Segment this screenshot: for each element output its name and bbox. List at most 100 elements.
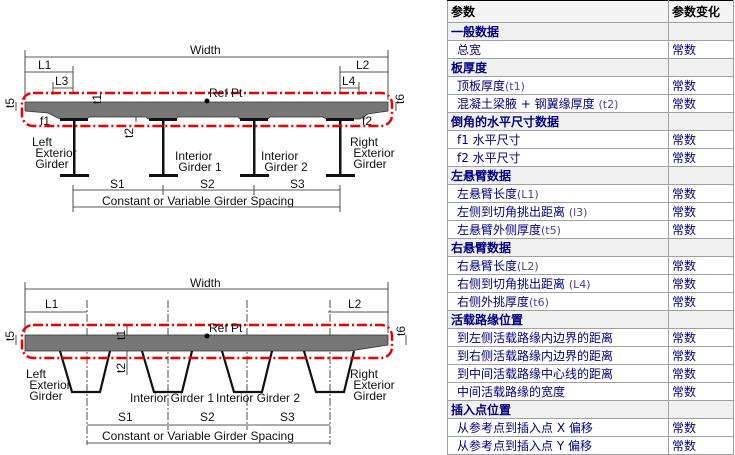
table-row[interactable]: 顶板厚度(t1) 常数 (447, 76, 734, 95)
variation-cell[interactable]: 常数 (668, 382, 734, 401)
table-row[interactable]: 到中间活载路缘中心线的距离常数 (447, 364, 734, 383)
parameter-label: 右侧外挑厚度 (457, 295, 530, 309)
parameter-label: f1 水平尺寸 (457, 133, 521, 147)
group-row[interactable]: 板厚度 (447, 58, 734, 77)
group-value-cell (668, 58, 734, 77)
group-label: 插入点位置 (447, 400, 669, 419)
header-parameter[interactable]: 参数 (447, 0, 669, 23)
table-row[interactable]: 右侧到切角挑出距离 (L4)常数 (447, 274, 734, 293)
l2-label: L2 (356, 58, 370, 72)
parameter-label: 到右侧活载路缘内边界的距离 (457, 349, 614, 363)
group-label: 一般数据 (447, 22, 669, 41)
parameter-cell: f2 水平尺寸 (447, 148, 669, 167)
parameter-cell: 右侧到切角挑出距离 (L4) (447, 274, 669, 293)
l4-label: L4 (342, 74, 356, 88)
table-row[interactable]: 左悬臂外侧厚度(t5)常数 (447, 220, 734, 239)
parameter-label: 从参考点到插入点 Y 偏移 (457, 439, 592, 453)
table-row[interactable]: f2 水平尺寸 常数 (447, 148, 734, 167)
table-row[interactable]: 左悬臂长度(L1)常数 (447, 184, 734, 203)
table-row[interactable]: 从参考点到插入点 Y 偏移 常数 (447, 436, 734, 455)
parameter-cell: 从参考点到插入点 Y 偏移 (447, 436, 669, 455)
variation-cell[interactable]: 常数 (668, 220, 734, 239)
parameter-label: f2 水平尺寸 (457, 151, 521, 165)
parameter-cell: 右悬臂长度(L2) (447, 256, 669, 275)
table-row[interactable]: 从参考点到插入点 X 偏移常数 (447, 418, 734, 437)
table-row[interactable]: 中间活载路缘的宽度 常数 (447, 382, 734, 401)
group-row[interactable]: 左悬臂数据 (447, 166, 734, 185)
variation-cell[interactable]: 常数 (668, 346, 734, 365)
parameter-code: (l3) (568, 206, 588, 219)
width-label-tub: Width (190, 276, 221, 290)
s1-label: S1 (110, 177, 125, 191)
t5-label: t5 (3, 98, 17, 108)
table-row[interactable]: 到左侧活载路缘内边界的距离 常数 (447, 328, 734, 347)
parameter-cell: 到中间活载路缘中心线的距离 (447, 364, 669, 383)
tub-girders (58, 350, 356, 394)
t6-label-tub: t6 (394, 326, 408, 336)
variation-cell[interactable]: 常数 (668, 256, 734, 275)
parameter-label: 到左侧活载路缘内边界的距离 (457, 331, 614, 345)
l1-label-tub: L1 (45, 297, 59, 311)
parameter-label: 顶板厚度 (457, 79, 506, 93)
group-row[interactable]: 插入点位置 (447, 400, 734, 419)
variation-cell[interactable]: 常数 (668, 328, 734, 347)
variation-cell[interactable]: 常数 (668, 76, 734, 95)
parameter-cell: 到右侧活载路缘内边界的距离 (447, 346, 669, 365)
group-label: 倒角的水平尺寸数据 (447, 112, 669, 131)
parameter-code: (L4) (568, 278, 591, 291)
parameter-code: (t1) (505, 80, 525, 93)
group-label: 右悬臂数据 (447, 238, 669, 257)
variation-cell[interactable]: 常数 (668, 148, 734, 167)
variation-cell[interactable]: 常数 (668, 418, 734, 437)
table-row[interactable]: 右悬臂长度(L2)常数 (447, 256, 734, 275)
girder-label-int1: Interior Girder 1 (175, 149, 222, 174)
l3-label: L3 (55, 74, 69, 88)
variation-cell[interactable]: 常数 (668, 436, 734, 455)
parameter-cell: 中间活载路缘的宽度 (447, 382, 669, 401)
s3-label-tub: S3 (280, 410, 295, 424)
parameter-label: 左悬臂外侧厚度 (457, 223, 542, 237)
parameter-cell: 混凝土梁腋 + 钢翼缘厚度 (t2) (447, 94, 669, 113)
variation-cell[interactable]: 常数 (668, 202, 734, 221)
group-value-cell (668, 400, 734, 419)
parameter-label: 总宽 (457, 43, 482, 57)
variation-cell[interactable]: 常数 (668, 130, 734, 149)
table-row[interactable]: f1 水平尺寸 常数 (447, 130, 734, 149)
girder-label-left-tub: Left Exterior Girder (26, 367, 71, 403)
variation-cell[interactable]: 常数 (668, 184, 734, 203)
group-row[interactable]: 右悬臂数据 (447, 238, 734, 257)
group-row[interactable]: 活载路缘位置 (447, 310, 734, 329)
group-row[interactable]: 倒角的水平尺寸数据 (447, 112, 734, 131)
parameter-label: 左侧到切角挑出距离 (457, 205, 569, 219)
variation-cell[interactable]: 常数 (668, 40, 734, 59)
parameter-label: 中间活载路缘的宽度 (457, 385, 566, 399)
header-variation[interactable]: 参数变化 (668, 0, 734, 23)
table-row[interactable]: 左侧到切角挑出距离 (l3) 常数 (447, 202, 734, 221)
parameter-cell: 右侧外挑厚度(t6) (447, 292, 669, 311)
parameter-cell: 总宽 (447, 40, 669, 59)
tub-girder-section (15, 282, 407, 445)
s2-label: S2 (200, 177, 215, 191)
table-row[interactable]: 总宽 常数 (447, 40, 734, 59)
variation-cell[interactable]: 常数 (668, 292, 734, 311)
t1-label: t1 (90, 94, 104, 104)
girder-label-left: Left Exterior Girder (32, 135, 77, 171)
parameter-code: (t2) (598, 98, 619, 111)
table-row[interactable]: 到右侧活载路缘内边界的距离 常数 (447, 346, 734, 365)
girder-label-right-tub: Right Exterior Girder (350, 367, 395, 403)
parameter-cell: 左悬臂外侧厚度(t5) (447, 220, 669, 239)
highlight-outline-tub (20, 323, 394, 360)
deck-slab-tub (24, 334, 389, 352)
variation-cell[interactable]: 常数 (668, 364, 734, 383)
girder-label-int1-tub: Interior Girder 1 (130, 391, 214, 405)
group-value-cell (668, 22, 734, 41)
table-row[interactable]: 右侧外挑厚度(t6)常数 (447, 292, 734, 311)
ref-point-tub (204, 333, 210, 339)
variation-cell[interactable]: 常数 (668, 94, 734, 113)
parameter-table: 参数 参数变化 一般数据总宽常数板厚度顶板厚度(t1)常数混凝土梁腋 + 钢翼缘… (447, 0, 734, 455)
group-row[interactable]: 一般数据 (447, 22, 734, 41)
variation-cell[interactable]: 常数 (668, 274, 734, 293)
spacing-label-tub: Constant or Variable Girder Spacing (102, 429, 294, 443)
table-row[interactable]: 混凝土梁腋 + 钢翼缘厚度 (t2)常数 (447, 94, 734, 113)
parameter-code: (L1) (517, 188, 539, 201)
